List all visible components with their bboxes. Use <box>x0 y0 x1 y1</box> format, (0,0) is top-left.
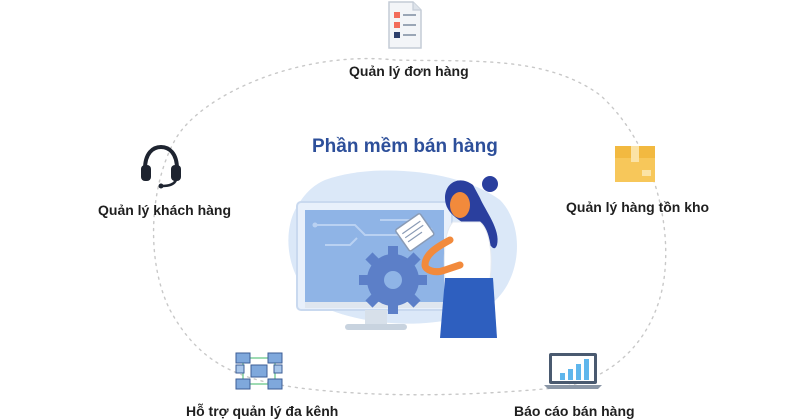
checklist-document-icon <box>388 1 422 49</box>
network-monitors-icon <box>235 352 283 390</box>
feature-label-multichannel: Hỗ trợ quản lý đa kênh <box>186 403 339 419</box>
central-illustration <box>288 170 517 338</box>
gear-icon <box>359 246 427 314</box>
package-box-icon <box>615 146 655 182</box>
feature-label-customers: Quản lý khách hàng <box>98 202 232 218</box>
headset-icon <box>141 144 181 189</box>
monitor-stand <box>365 310 387 324</box>
woman-figure <box>395 176 498 338</box>
bar-chart-laptop-icon <box>544 353 602 389</box>
feature-label-orders: Quản lý đơn hàng <box>349 63 469 79</box>
feature-label-inventory: Quản lý hàng tồn kho <box>566 199 710 215</box>
diagram-title: Phần mềm bán hàng <box>312 136 498 157</box>
feature-label-reports: Báo cáo bán hàng <box>514 403 635 419</box>
tablet-document <box>395 213 435 252</box>
